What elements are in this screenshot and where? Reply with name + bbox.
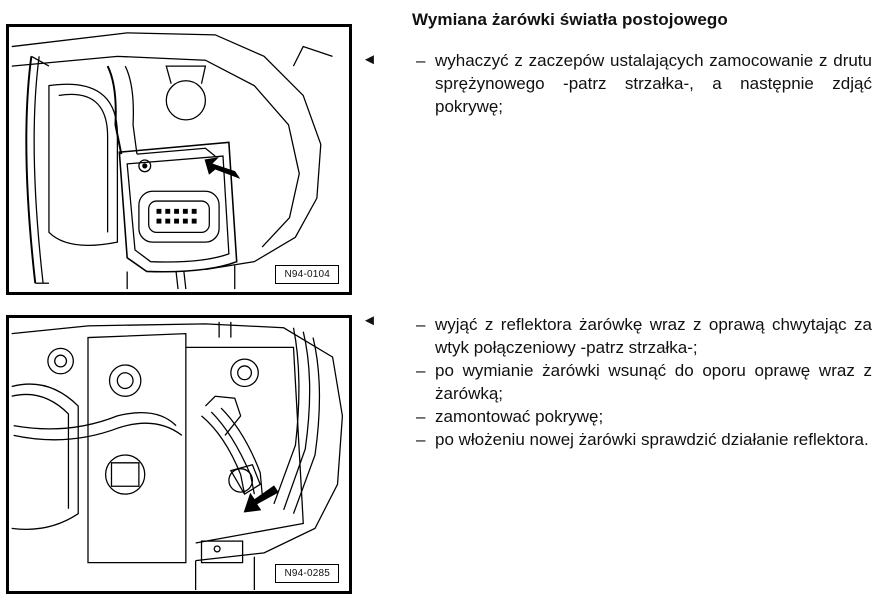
step-list: –wyjąć z reflektora żarówkę wraz z opraw… [410,313,872,451]
list-item: –zamontować pokrywę; [410,405,872,428]
figure-code: N94-0285 [275,564,339,583]
step-text: po wymianie żarówki wsunąć do oporu opra… [435,361,872,403]
list-item: –wyjąć z reflektora żarówkę wraz z opraw… [410,313,872,359]
step-list: –wyhaczyć z zaczepów ustalających zamoco… [410,49,872,118]
step-text: wyhaczyć z zaczepów ustalających zamocow… [435,51,872,116]
bulb-holder-illustration [11,321,344,591]
figure-reference-marker: ◄ [362,312,377,329]
list-item: –po włożeniu nowej żarówki sprawdzić dzi… [410,428,872,451]
headlight-cover-illustration [11,32,333,290]
list-item: –wyhaczyć z zaczepów ustalających zamoco… [410,49,872,118]
figure-headlight-cover: N94-0104 [6,24,352,295]
dash: – [416,361,426,380]
step-text: zamontować pokrywę; [435,407,604,426]
step-text: wyjąć z reflektora żarówkę wraz z oprawą… [435,315,872,357]
dash: – [416,430,426,449]
dash: – [416,407,426,426]
figure-bulb-holder: N94-0285 [6,315,352,594]
step-text: po włożeniu nowej żarówki sprawdzić dzia… [435,430,869,449]
dash: – [416,51,426,70]
figure-code: N94-0104 [275,265,339,284]
list-item: –po wymianie żarówki wsunąć do oporu opr… [410,359,872,405]
page-title: Wymiana żarówki światła postojowego [412,10,728,29]
figure-reference-marker: ◄ [362,51,377,68]
dash: – [416,315,426,334]
